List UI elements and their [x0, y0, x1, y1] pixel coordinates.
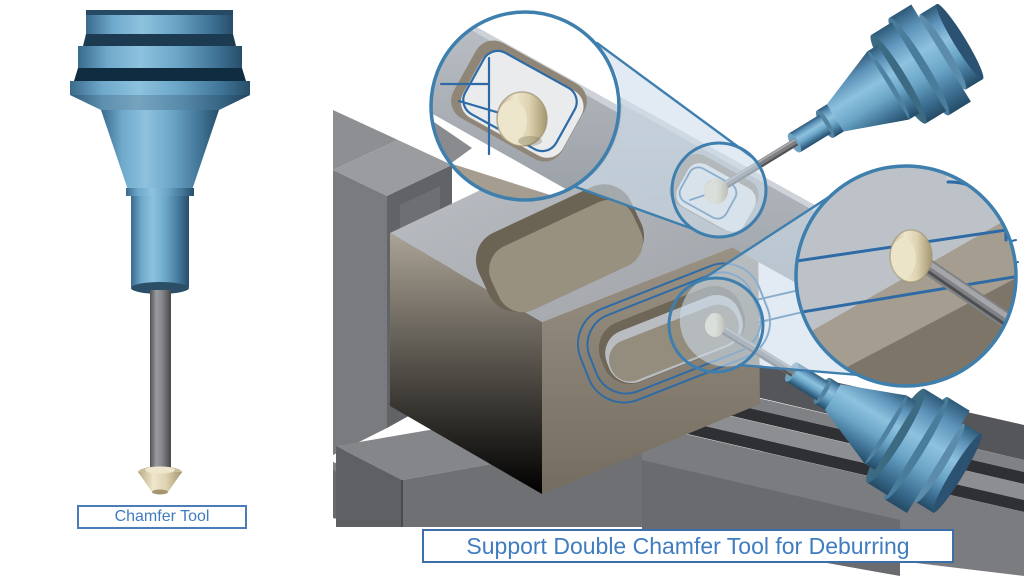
source-circle-upper	[670, 141, 768, 239]
chamfer-tool-label: Chamfer Tool	[77, 505, 247, 529]
left-chamfer-tool	[70, 10, 250, 495]
magnified-view-right	[796, 166, 1016, 386]
magnifier-circle-right	[794, 164, 1018, 388]
zoom-callout-upper	[429, 10, 768, 239]
magnifier-circle-upper	[429, 10, 621, 202]
magnified-cutter-head-right	[889, 229, 933, 283]
chamfer-tool-label-text: Chamfer Tool	[114, 508, 210, 525]
magnified-view-upper	[431, 12, 619, 200]
tool-shank	[150, 290, 171, 470]
support-double-chamfer-label-text: Support Double Chamfer Tool for Deburrin…	[466, 532, 910, 559]
support-double-chamfer-label: Support Double Chamfer Tool for Deburrin…	[422, 529, 954, 563]
magnified-cutter-head-upper	[496, 91, 548, 147]
zoom-callout-right	[667, 164, 1018, 388]
top-pocket	[475, 184, 645, 313]
source-circle-lower	[667, 276, 765, 374]
chamfer-cutter-head	[138, 466, 182, 495]
